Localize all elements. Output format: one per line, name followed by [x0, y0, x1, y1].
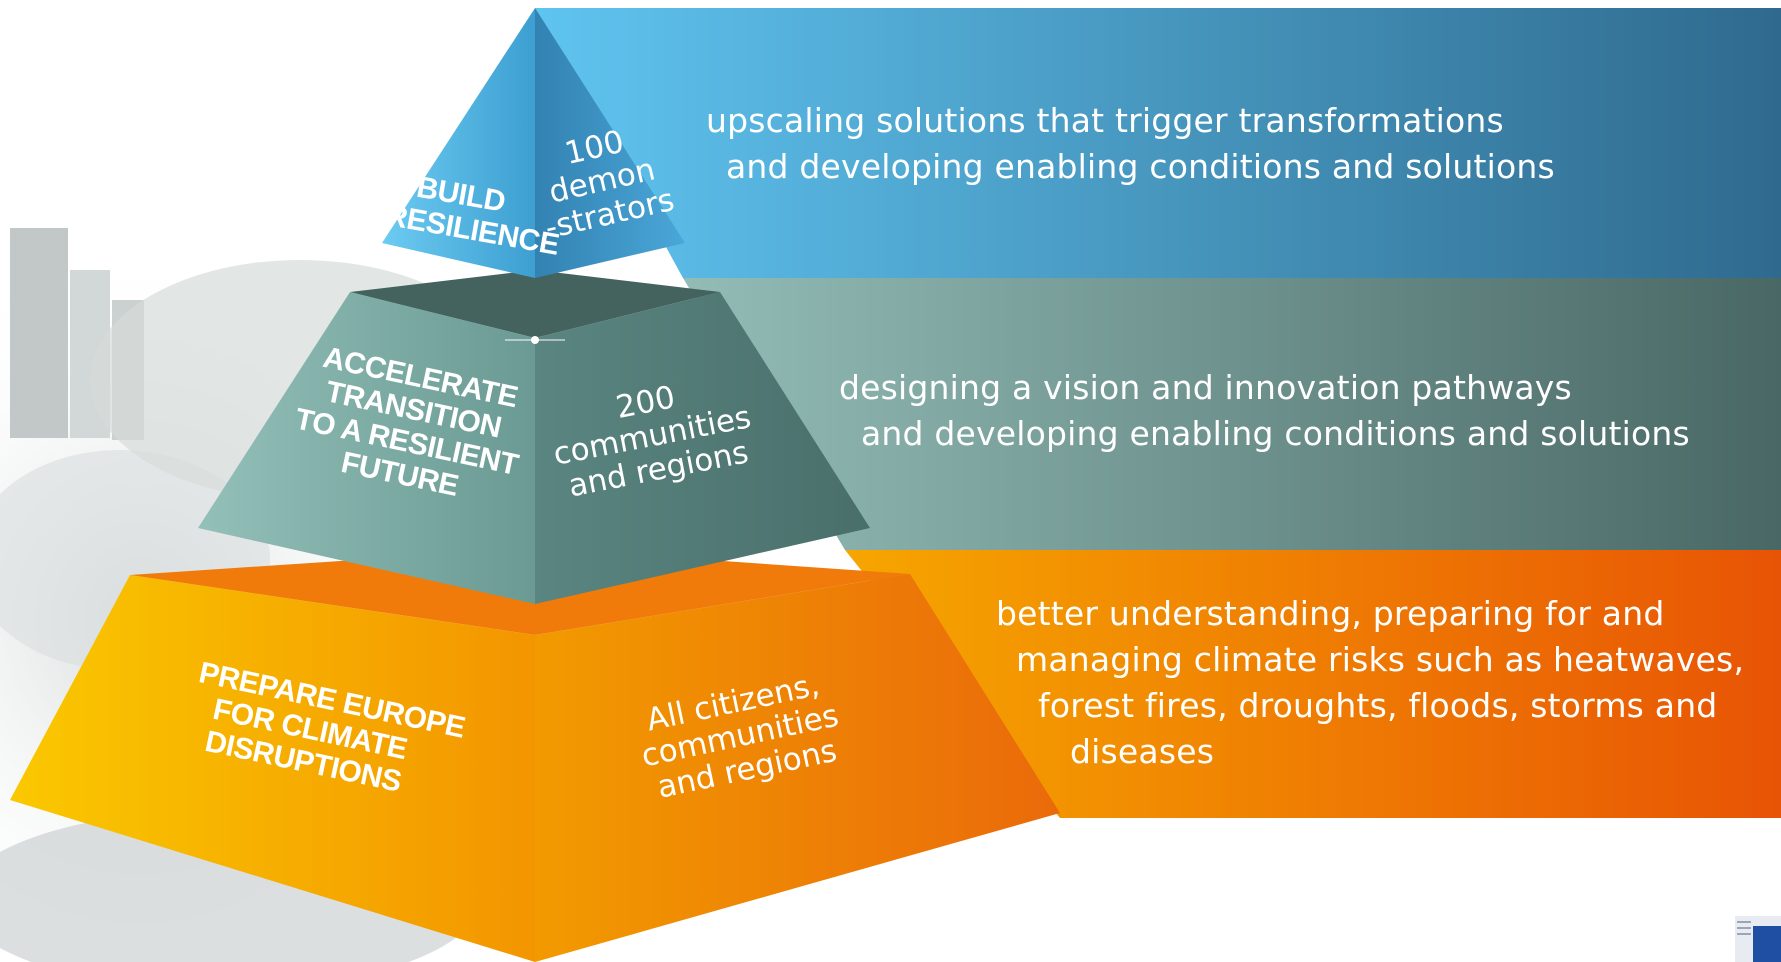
band-top	[535, 8, 1781, 278]
band-top-text: upscaling solutions that trigger transfo…	[706, 98, 1555, 190]
pyramid-tier-bottom	[10, 548, 1060, 962]
band-line: diseases	[1070, 732, 1215, 771]
band-line: better understanding, preparing for and	[996, 594, 1665, 633]
band-middle	[683, 278, 1781, 550]
band-line: forest fires, droughts, floods, storms a…	[1038, 686, 1718, 725]
band-line: designing a vision and innovation pathwa…	[839, 368, 1572, 407]
band-line: upscaling solutions that trigger transfo…	[706, 101, 1504, 140]
band-bottom	[845, 550, 1781, 818]
eu-logo-icon	[1735, 916, 1781, 962]
sparkle-icon	[505, 336, 565, 344]
band-line: managing climate risks such as heatwaves…	[1016, 640, 1745, 679]
band-bottom-text: better understanding, preparing for and …	[996, 591, 1744, 775]
pyramid-tier-middle	[198, 270, 870, 604]
band-middle-text: designing a vision and innovation pathwa…	[839, 365, 1690, 457]
pyramid-tier-top	[382, 8, 685, 278]
band-line: and developing enabling conditions and s…	[861, 414, 1690, 453]
band-line: and developing enabling conditions and s…	[726, 147, 1555, 186]
